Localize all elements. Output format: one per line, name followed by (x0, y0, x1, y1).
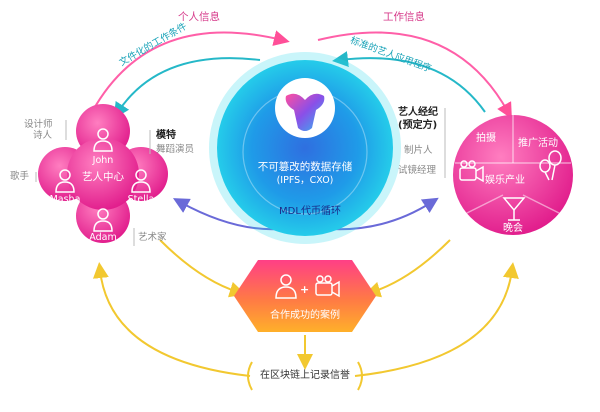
role-model: 模特 (156, 130, 176, 141)
person-icon (275, 274, 297, 299)
role-agent: 艺人经纪 (398, 107, 438, 118)
bracket-left (247, 361, 253, 391)
arc-work-info (317, 31, 512, 119)
artist-center-label: 艺人中心 (82, 171, 124, 183)
plus-sign: + (300, 283, 310, 296)
artist-john: John (92, 155, 114, 166)
storage-title: 不可篡改的数据存储 (257, 161, 353, 173)
role-artist: 艺术家 (138, 232, 167, 243)
artist-john-icon (93, 128, 113, 152)
mdl-logo-icon (285, 93, 325, 131)
success-hexagon (234, 260, 376, 332)
blockchain-label: 在区块链上记录信誉 (260, 370, 350, 381)
artist-stella-icon (131, 169, 151, 193)
arrow-left-to-success (159, 239, 246, 298)
mdl-loop-label: MDL代币循环 (279, 206, 341, 217)
artist-masha-icon (55, 169, 75, 193)
bracket-right (357, 361, 363, 391)
arc-bottom-left (92, 262, 251, 377)
role-producer: 制片人 (404, 145, 433, 156)
label-personal-info: 个人信息 (178, 11, 220, 23)
role-casting: 试镜经理 (398, 165, 437, 176)
role-poet: 诗人 (33, 130, 53, 141)
segment-party: 晚会 (503, 223, 523, 234)
camera-icon (459, 160, 484, 183)
label-work-info: 工作信息 (383, 11, 425, 23)
artist-adam: Adam (89, 232, 117, 243)
role-agent-sub: (预定方) (398, 120, 438, 131)
balloons-icon (539, 150, 562, 181)
artist-masha: Masha (49, 194, 81, 205)
arc-bottom-right (354, 262, 519, 377)
movie-camera-icon (315, 275, 340, 298)
segment-promo: 推广活动 (518, 138, 558, 149)
arc-personal-info (91, 30, 290, 113)
arc-culture-work (113, 57, 261, 119)
success-label: 合作成功的案例 (270, 310, 340, 321)
arrow-right-to-success (364, 239, 451, 298)
segment-entertainment: 娱乐产业 (485, 175, 525, 186)
arc-standard-art (332, 51, 486, 113)
segment-shoot: 拍摄 (476, 133, 496, 144)
artist-stella: Stella (127, 194, 155, 205)
role-dancer: 舞蹈演员 (156, 144, 195, 155)
role-singer: 歌手 (10, 171, 30, 182)
artist-adam-icon (93, 208, 113, 232)
cocktail-icon (502, 197, 526, 221)
artist-cluster (38, 104, 168, 243)
storage-circle (217, 60, 393, 236)
role-designer: 设计师 (24, 119, 53, 130)
storage-subtitle: (IPFS，CXO) (276, 175, 334, 186)
